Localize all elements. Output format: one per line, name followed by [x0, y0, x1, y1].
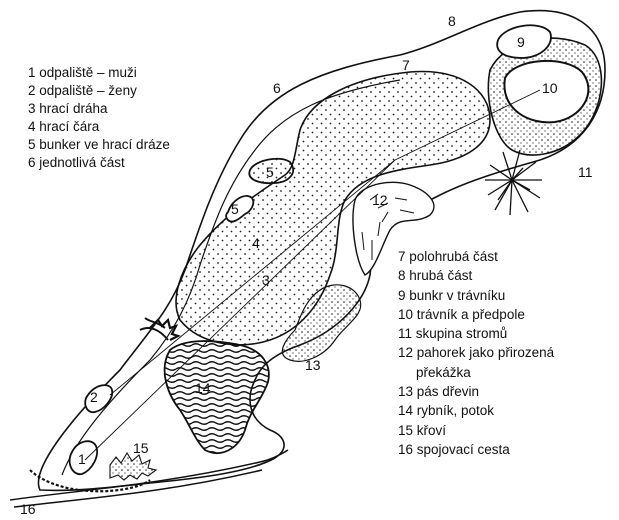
label-10: 10 [542, 80, 558, 96]
label-9: 9 [517, 34, 525, 50]
legend-item: 5 bunker ve hrací dráze [28, 136, 170, 154]
legend-item: 4 hrací čára [28, 118, 170, 136]
legend-item: 1 odpaliště – muži [28, 64, 170, 82]
label-15: 15 [133, 440, 149, 456]
label-3: 3 [262, 272, 270, 288]
legend-item: 16 spojovací cesta [398, 440, 554, 459]
legend-right: 7 polohrubá část 8 hrubá část 9 bunkr v … [398, 247, 554, 459]
label-14: 14 [195, 380, 211, 396]
legend-item: 9 bunkr v trávníku [398, 286, 554, 305]
pond-14 [165, 341, 269, 453]
label-6: 6 [273, 80, 281, 96]
legend-item: 15 křoví [398, 421, 554, 440]
tree-group-11 [485, 150, 542, 215]
label-16: 16 [20, 501, 36, 517]
label-5a: 5 [266, 164, 274, 180]
legend-item: 7 polohrubá část [398, 247, 554, 266]
label-8: 8 [448, 13, 456, 29]
legend-item: 10 trávník a předpole [398, 305, 554, 324]
label-12: 12 [372, 192, 388, 208]
label-5b: 5 [231, 201, 239, 217]
legend-item: 14 rybník, potok [398, 401, 554, 420]
label-1: 1 [78, 451, 86, 467]
label-11: 11 [578, 164, 593, 180]
bushes-15 [110, 453, 156, 480]
legend-item-continued: překážka [398, 363, 554, 382]
legend-item: 3 hrací dráha [28, 100, 170, 118]
stream [140, 318, 168, 340]
legend-item: 12 pahorek jako přirozená [398, 343, 554, 362]
connecting-path-16 [10, 450, 288, 507]
legend-item: 6 jednotlivá část [28, 154, 170, 172]
legend-item: 13 pás dřevin [398, 382, 554, 401]
legend-left: 1 odpaliště – muži 2 odpaliště – ženy 3 … [28, 64, 170, 172]
legend-item: 2 odpaliště – ženy [28, 82, 170, 100]
label-4: 4 [252, 235, 260, 251]
label-2: 2 [90, 389, 98, 405]
label-7: 7 [402, 57, 410, 73]
legend-item: 11 skupina stromů [398, 324, 554, 343]
legend-item: 8 hrubá část [398, 266, 554, 285]
label-13: 13 [305, 357, 321, 373]
